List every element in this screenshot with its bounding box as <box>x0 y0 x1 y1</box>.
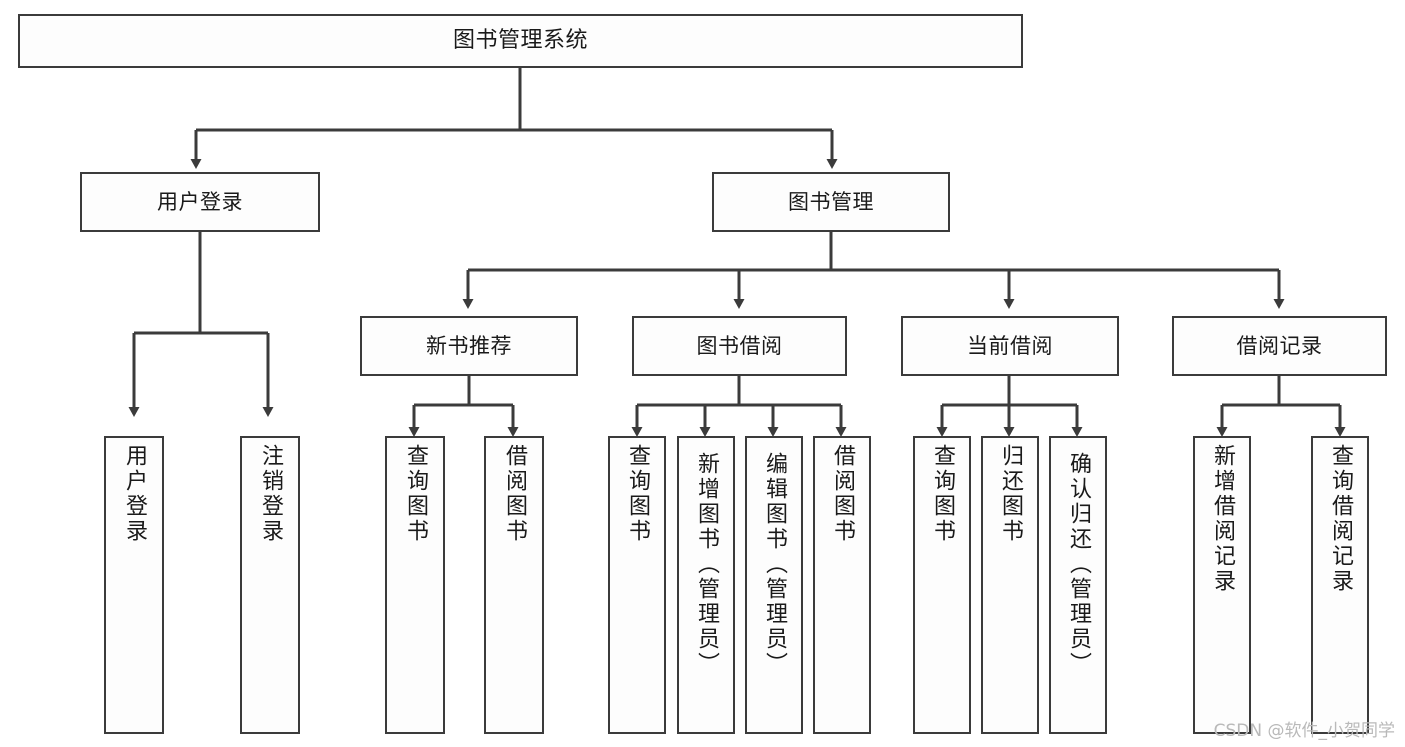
leaf-current-borrow-confirm[interactable]: 确认归还（管理员） <box>1049 436 1107 734</box>
node-user-login-label: 用户登录 <box>157 189 243 214</box>
leaf-borrow-record-add[interactable]: 新增借阅记录 <box>1193 436 1251 734</box>
leaf-new-book-query[interactable]: 查询图书 <box>385 436 445 734</box>
leaf-borrow-record-query[interactable]: 查询借阅记录 <box>1311 436 1369 734</box>
leaf-current-borrow-query-label: 查询图书 <box>930 444 955 544</box>
leaf-book-borrow-edit-label: 编辑图书（管理员） <box>762 452 787 677</box>
csdn-watermark: CSDN @软件_小贺同学 <box>1213 721 1395 741</box>
node-book-management[interactable]: 图书管理 <box>712 172 950 232</box>
node-book-borrow[interactable]: 图书借阅 <box>632 316 847 376</box>
leaf-book-borrow-borrow[interactable]: 借阅图书 <box>813 436 871 734</box>
leaf-book-borrow-add[interactable]: 新增图书（管理员） <box>677 436 735 734</box>
leaf-book-borrow-query[interactable]: 查询图书 <box>608 436 666 734</box>
leaf-book-borrow-add-label: 新增图书（管理员） <box>694 452 719 677</box>
leaf-user-login-logout-label: 注销登录 <box>258 444 283 544</box>
node-book-borrow-label: 图书借阅 <box>696 333 783 358</box>
node-book-management-label: 图书管理 <box>788 189 874 214</box>
node-new-book-recommend-label: 新书推荐 <box>426 333 512 358</box>
node-current-borrow-label: 当前借阅 <box>967 333 1053 358</box>
leaf-user-login-login[interactable]: 用户登录 <box>104 436 164 734</box>
node-borrow-record[interactable]: 借阅记录 <box>1172 316 1387 376</box>
leaf-current-borrow-return[interactable]: 归还图书 <box>981 436 1039 734</box>
leaf-current-borrow-query[interactable]: 查询图书 <box>913 436 971 734</box>
leaf-new-book-borrow[interactable]: 借阅图书 <box>484 436 544 734</box>
node-user-login[interactable]: 用户登录 <box>80 172 320 232</box>
node-borrow-record-label: 借阅记录 <box>1236 333 1323 358</box>
leaf-book-borrow-borrow-label: 借阅图书 <box>830 444 855 544</box>
leaf-borrow-record-query-label: 查询借阅记录 <box>1328 444 1353 594</box>
leaf-new-book-query-label: 查询图书 <box>403 444 428 544</box>
node-current-borrow[interactable]: 当前借阅 <box>901 316 1119 376</box>
node-root-system-label: 图书管理系统 <box>452 28 588 54</box>
node-root-system[interactable]: 图书管理系统 <box>18 14 1023 68</box>
leaf-current-borrow-confirm-label: 确认归还（管理员） <box>1066 452 1091 677</box>
leaf-current-borrow-return-label: 归还图书 <box>998 444 1023 544</box>
leaf-new-book-borrow-label: 借阅图书 <box>502 444 527 544</box>
leaf-book-borrow-query-label: 查询图书 <box>625 444 650 544</box>
leaf-user-login-logout[interactable]: 注销登录 <box>240 436 300 734</box>
leaf-borrow-record-add-label: 新增借阅记录 <box>1210 444 1235 594</box>
leaf-book-borrow-edit[interactable]: 编辑图书（管理员） <box>745 436 803 734</box>
leaf-user-login-login-label: 用户登录 <box>122 444 147 544</box>
node-new-book-recommend[interactable]: 新书推荐 <box>360 316 578 376</box>
